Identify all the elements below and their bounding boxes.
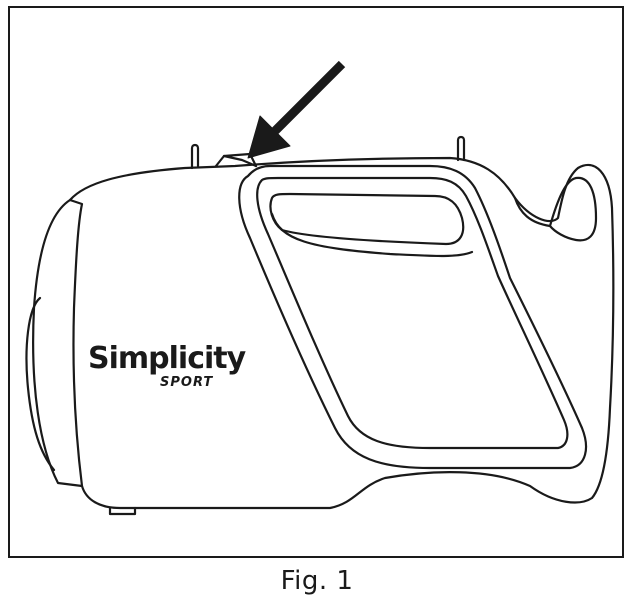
logo: Simplicity SPORT	[88, 341, 248, 390]
figure-frame: Simplicity SPORT	[8, 6, 624, 558]
lid-bevel	[256, 176, 569, 450]
base-line	[108, 506, 137, 516]
latch-button	[214, 152, 258, 168]
latch-button-face	[222, 154, 258, 168]
lid-panel	[238, 164, 588, 470]
logo-sub: SPORT	[160, 375, 213, 390]
figure-caption: Fig. 1	[280, 566, 354, 596]
handle-neck	[513, 196, 552, 228]
grip-window	[269, 192, 465, 246]
rear-cap-bulge	[25, 296, 56, 472]
top-pin-left	[190, 143, 200, 170]
arrow-icon	[247, 60, 346, 159]
handle-cutout	[548, 176, 598, 242]
logo-brand: Simplicity	[88, 341, 247, 376]
vacuum-illustration: Simplicity SPORT	[25, 60, 615, 516]
top-pin-right	[456, 135, 466, 162]
body-outline	[68, 156, 615, 510]
grip-window-lip	[270, 212, 474, 258]
